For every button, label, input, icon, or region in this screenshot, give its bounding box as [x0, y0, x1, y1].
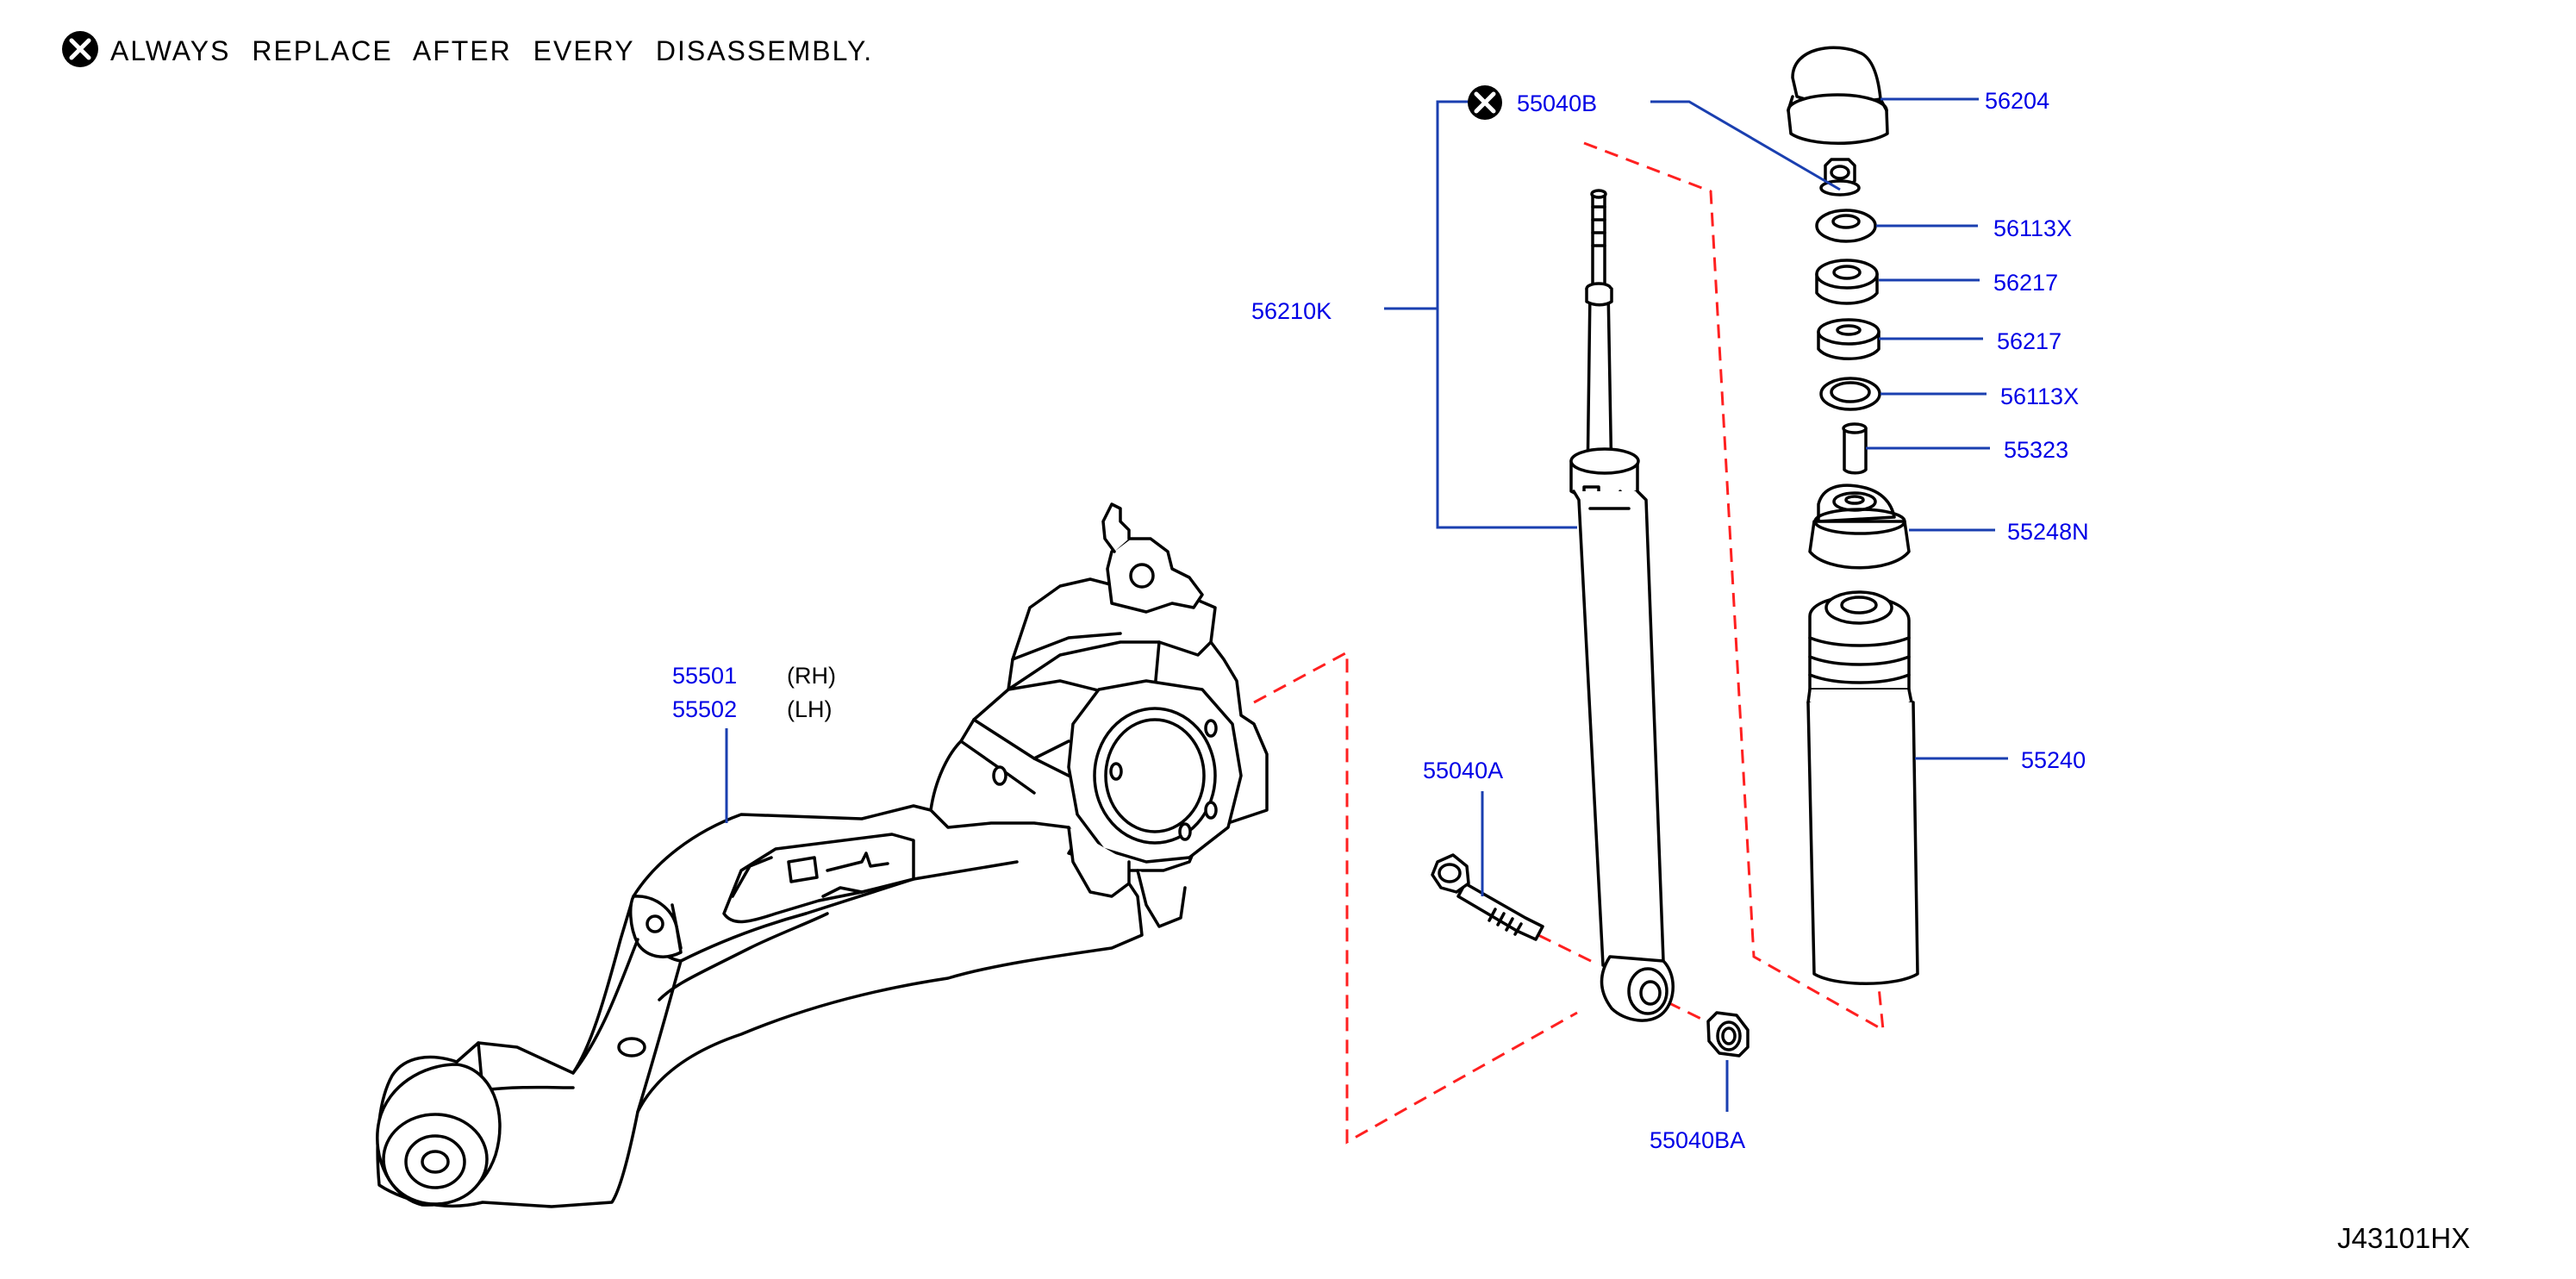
bolt-55040a [1431, 853, 1544, 941]
knuckle [929, 502, 1269, 928]
label-55502-side: (LH) [787, 696, 833, 722]
label-56113x-top: 56113X [1993, 215, 2072, 241]
label-56217-top: 56217 [1993, 270, 2058, 296]
rear-suspension-arm [376, 752, 1144, 1208]
label-55501-side: (RH) [787, 663, 836, 689]
label-55040b: 55040B [1517, 90, 1597, 116]
nut-55040ba [1706, 1011, 1750, 1058]
label-55323: 55323 [2004, 437, 2068, 463]
label-55040ba: 55040BA [1650, 1127, 1745, 1153]
label-55240: 55240 [2021, 747, 2086, 773]
label-56204: 56204 [1985, 88, 2049, 114]
replace-note: ALWAYS REPLACE AFTER EVERY DISASSEMBLY. [62, 31, 873, 67]
x-circle-icon [1468, 85, 1502, 120]
shock-absorber [1569, 189, 1675, 1022]
right-stack-parts [1787, 46, 1919, 985]
leader-lines [725, 97, 2008, 1112]
label-55501: 55501 [672, 663, 737, 689]
diagram-code: J43101HX [2337, 1222, 2470, 1254]
replace-note-text: ALWAYS REPLACE AFTER EVERY DISASSEMBLY. [110, 35, 873, 66]
assembly-reference-lines [1253, 141, 1885, 1145]
label-56217-bottom: 56217 [1997, 328, 2061, 354]
part-labels: 56204 55040B 56113X 56217 56217 56113X 5… [672, 88, 2089, 1153]
label-55502: 55502 [672, 696, 737, 722]
label-56113x-bottom: 56113X [2000, 384, 2079, 409]
label-55248n: 55248N [2007, 519, 2089, 545]
x-circle-icon [62, 31, 98, 67]
label-56210k: 56210K [1251, 298, 1332, 324]
label-55040a: 55040A [1423, 758, 1503, 783]
